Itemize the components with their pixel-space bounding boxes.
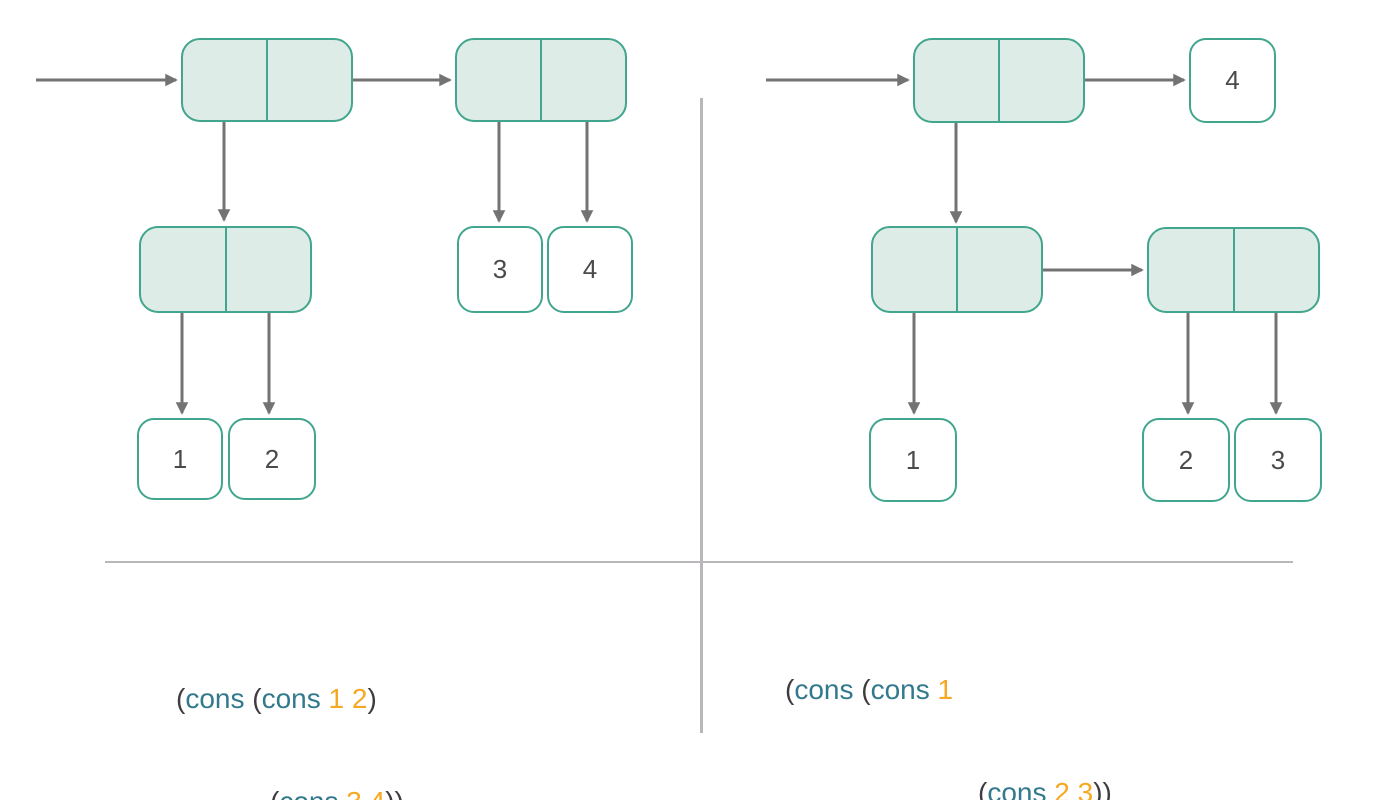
code-token: (: [270, 786, 279, 800]
value-label: 3: [1270, 444, 1286, 475]
code-token: cons: [279, 786, 346, 800]
code-token: cons: [870, 674, 938, 705]
right-car-cons-cell: [871, 226, 1043, 313]
code-token: 3 4: [346, 786, 385, 800]
left-code-expression: (cons (cons 1 2) (cons 3 4)): [176, 615, 404, 800]
vertical-divider-line: [700, 98, 703, 733]
code-line: (cons 3 4)): [270, 782, 404, 800]
cell-divider: [266, 40, 268, 120]
left-value-box-2: 2: [228, 418, 316, 500]
left-value-box-4: 4: [547, 226, 633, 313]
code-token: 1 2: [328, 683, 368, 714]
value-label: 4: [582, 254, 598, 284]
code-line: (cons 2 3)): [978, 773, 1112, 800]
cell-divider: [1232, 229, 1235, 311]
right-value-box-4: 4: [1189, 38, 1276, 123]
cell-divider: [998, 40, 1000, 121]
code-token: (: [785, 674, 795, 705]
value-label: 2: [1178, 444, 1194, 475]
code-token: cons: [261, 683, 329, 714]
cell-divider: [540, 40, 542, 120]
horizontal-divider-line: [105, 561, 1293, 563]
code-token: (: [252, 683, 262, 714]
cell-divider: [956, 228, 958, 311]
code-line: (cons (cons 1 2): [176, 679, 404, 718]
code-token: (: [176, 683, 186, 714]
code-token: )): [385, 786, 404, 800]
code-token: cons: [987, 777, 1055, 800]
code-token: (: [978, 777, 988, 800]
code-token: cons: [185, 683, 253, 714]
left-value-box-1: 1: [137, 418, 223, 500]
code-token: )): [1093, 777, 1112, 800]
value-label: 1: [905, 444, 921, 475]
value-label: 3: [492, 254, 508, 284]
right-value-box-1: 1: [869, 418, 957, 502]
left-cdr-cons-cell: [455, 38, 627, 122]
left-car-cons-cell: [139, 226, 312, 313]
right-code-expression: (cons (cons 1 (cons 2 3)) 4): [785, 606, 1112, 800]
right-car-cdr-cons-cell: [1147, 227, 1320, 313]
right-value-box-3: 3: [1234, 418, 1322, 502]
cell-divider: [224, 228, 227, 311]
code-token: (: [861, 674, 871, 705]
code-token: 2 3: [1054, 777, 1094, 800]
code-token: ): [367, 683, 377, 714]
left-value-box-3: 3: [457, 226, 543, 313]
left-root-cons-cell: [181, 38, 353, 122]
code-line: (cons (cons 1: [785, 670, 1112, 709]
right-value-box-2: 2: [1142, 418, 1230, 502]
right-root-cons-cell: [913, 38, 1085, 123]
value-label: 1: [172, 443, 188, 474]
code-token: cons: [794, 674, 862, 705]
value-label: 4: [1225, 65, 1240, 95]
code-token: 1: [937, 674, 954, 705]
value-label: 2: [264, 443, 280, 474]
